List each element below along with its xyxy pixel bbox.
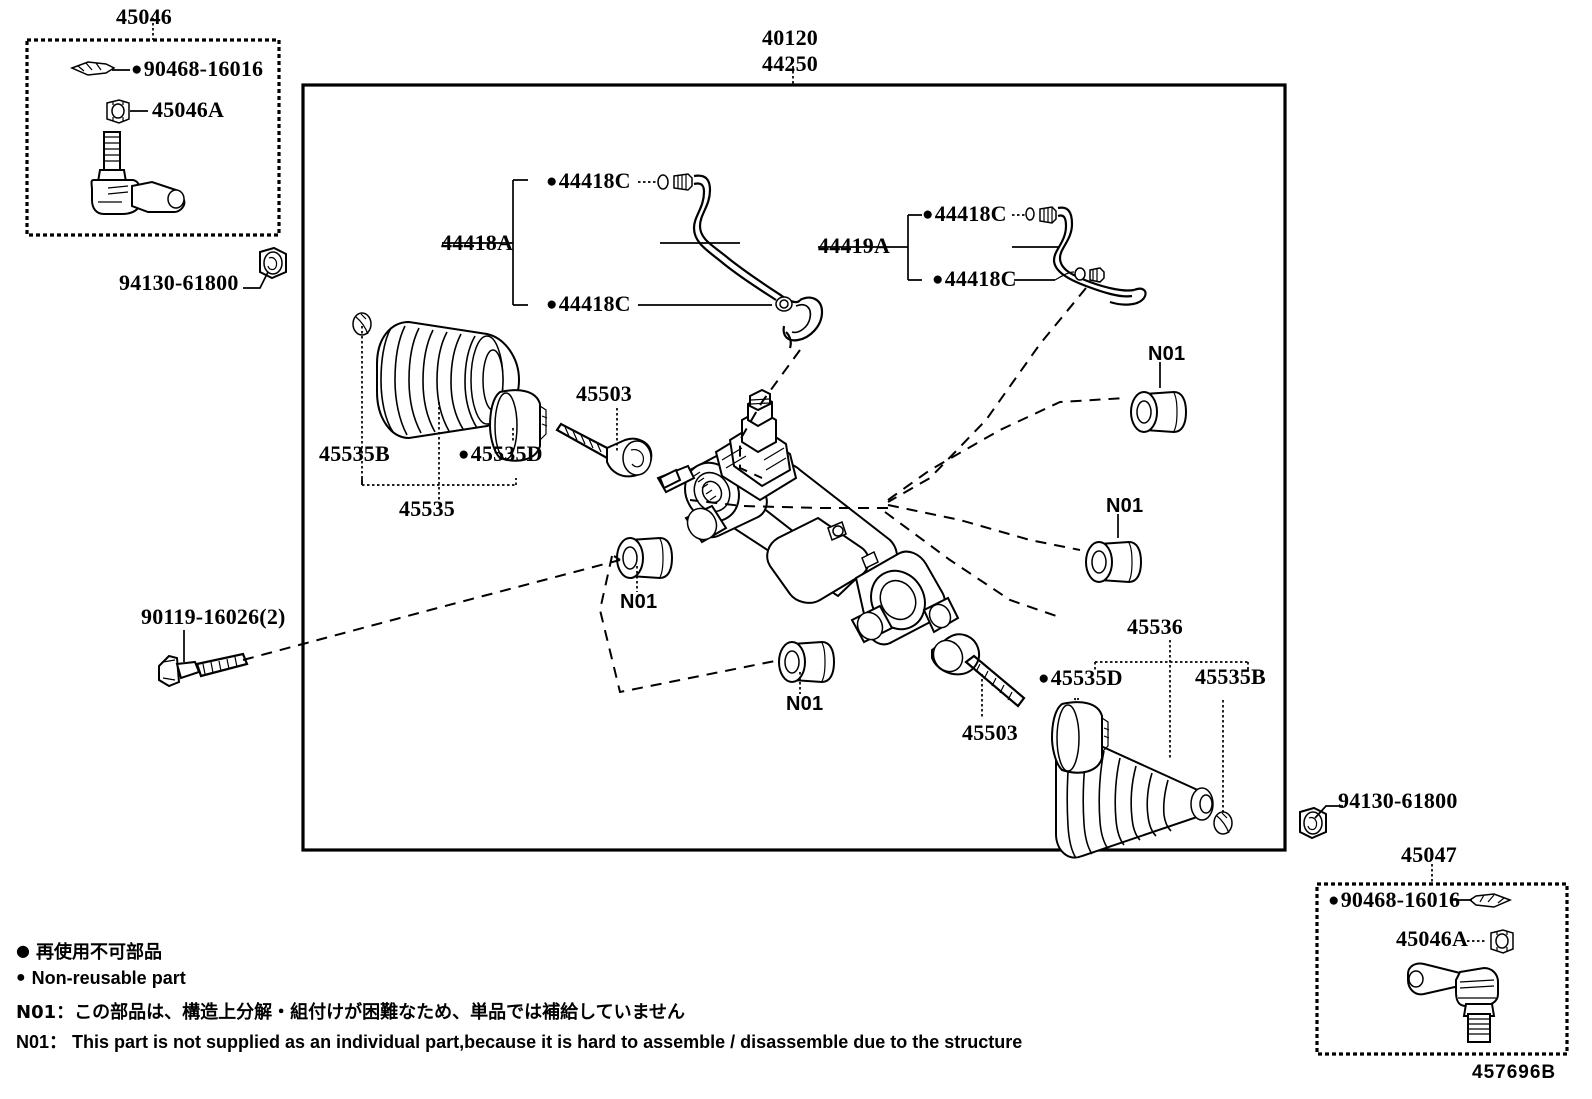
group-label-44418A: 44418A xyxy=(441,230,514,255)
part-44418C-lower-right: 44418C xyxy=(932,268,1017,290)
label-90119-16026: 90119-16026(2) xyxy=(141,604,286,629)
tube-fitting-icon xyxy=(673,173,693,191)
inset2-part-90468-16016: 90468-16016 xyxy=(1328,889,1460,911)
main-title-44250: 44250 xyxy=(762,51,818,76)
label-n01-bottom: N01 xyxy=(786,693,824,715)
clip-45535B-right xyxy=(1213,811,1233,835)
legend-line-en-nonreusable: ● Non-reusable part xyxy=(16,968,186,989)
label-45535B-left: 45535B xyxy=(319,441,390,466)
nut-94130-61800-right xyxy=(1299,806,1327,840)
tube-fitting-icon-2 xyxy=(1039,206,1057,224)
diagram-id: 457696B xyxy=(1472,1062,1557,1083)
label-45503-right: 45503 xyxy=(962,720,1018,745)
nut-94130-61800-left xyxy=(259,246,287,280)
right-tie-rod-45503 xyxy=(931,633,1026,708)
grommet-n01-top-right xyxy=(1130,391,1187,433)
label-45535B-right: 45535B xyxy=(1195,664,1266,689)
legend-bullet-icon-1: ● xyxy=(16,941,30,960)
label-94130-61800-left: 94130-61800 xyxy=(119,270,239,295)
castle-nut-icon xyxy=(106,99,130,124)
grommet-n01-mid-right xyxy=(1085,541,1142,583)
legend-text-en-1: Non-reusable part xyxy=(31,968,186,988)
label-94130-61800-right: 94130-61800 xyxy=(1338,788,1458,813)
legend-bullet-icon-2: ● xyxy=(16,969,26,986)
o-ring-icon xyxy=(657,174,669,190)
cotter-pin-icon-2 xyxy=(1468,893,1512,908)
tie-rod-end-icon xyxy=(90,131,186,215)
grommet-n01-bottom xyxy=(778,641,835,683)
label-45503-left: 45503 xyxy=(576,381,632,406)
part-44418C-upper-right: 44418C xyxy=(922,203,1007,225)
grommet-n01-left xyxy=(616,537,673,579)
group-label-45535: 45535 xyxy=(399,496,455,521)
left-tie-rod-45503 xyxy=(555,422,653,478)
tube-fitting-icon-3 xyxy=(1089,267,1105,283)
tie-rod-end-icon-2 xyxy=(1407,962,1499,1043)
cotter-pin-icon xyxy=(70,61,116,76)
castle-nut-icon-2 xyxy=(1490,929,1514,954)
legend-line-jp-n01: N01：この部品は、構造上分解・組付けが困難なため、単品では補給していません xyxy=(16,1002,686,1023)
right-boot-clamp-45535D xyxy=(1051,701,1110,774)
inset2-part-45046A: 45046A xyxy=(1396,926,1469,951)
inset-part-45046A: 45046A xyxy=(152,97,225,122)
label-45535D-right: 45535D xyxy=(1038,667,1123,689)
part-44418C-lower-left: 44418C xyxy=(546,293,631,315)
legend-text-jp-1: 再使用不可部品 xyxy=(35,942,162,963)
label-n01-top-right: N01 xyxy=(1148,343,1186,365)
label-n01-left: N01 xyxy=(620,591,658,613)
label-n01-mid-right: N01 xyxy=(1106,495,1144,517)
inset-title-45047: 45047 xyxy=(1401,842,1457,867)
group-label-44419A: 44419A xyxy=(818,233,891,258)
steering-gear-assembly xyxy=(656,388,960,646)
legend-line-jp-nonreusable: ● 再使用不可部品 xyxy=(16,938,162,964)
main-frame xyxy=(301,83,1287,852)
label-45535D-left: 45535D xyxy=(458,443,543,465)
main-title-40120: 40120 xyxy=(762,25,818,50)
inset-part-90468-16016: 90468-16016 xyxy=(131,58,263,80)
legend-line-en-n01: N01： This part is not supplied as an ind… xyxy=(16,1032,1023,1052)
group-label-45536: 45536 xyxy=(1127,614,1183,639)
part-44418C-upper-left: 44418C xyxy=(546,170,631,192)
bolt-90119-16026 xyxy=(158,652,249,688)
inset-title-45046: 45046 xyxy=(116,4,172,29)
clip-45535B-left xyxy=(352,312,372,336)
